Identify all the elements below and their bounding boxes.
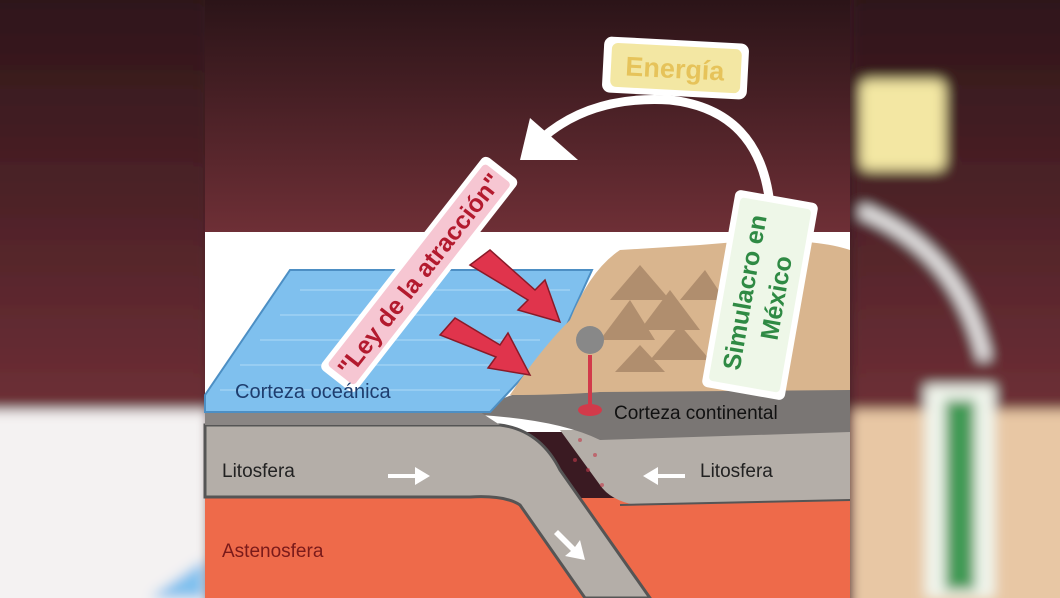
attraction-arrows xyxy=(438,249,562,376)
lithosphere-right-label: Litosfera xyxy=(700,461,773,482)
arrow-down-icon xyxy=(554,530,585,560)
attraction-label-box xyxy=(328,164,510,385)
oceanic-lithosphere-slab xyxy=(203,423,652,598)
diagram-panel: Energía "Ley de la atracción" Simulacro … xyxy=(203,0,851,598)
blurred-background-right xyxy=(850,0,1060,598)
energy-label: Energía xyxy=(625,51,726,86)
energy-arc-arrow xyxy=(535,95,775,210)
arrow-left-icon xyxy=(643,467,685,485)
blurred-background-left xyxy=(0,0,210,598)
mountains xyxy=(600,265,725,372)
oceanic-crust-label: Corteza oceánica xyxy=(235,381,392,403)
arrow-head-icon xyxy=(520,118,578,160)
red-arrow-icon xyxy=(438,317,532,376)
red-arrow-icon xyxy=(468,249,562,324)
drill-label: Simulacro en México xyxy=(702,190,818,400)
drill-label-box xyxy=(709,197,811,393)
lithosphere-left-label: Litosfera xyxy=(222,461,295,482)
volcano-cloud xyxy=(576,326,604,354)
continental-crust xyxy=(480,385,850,440)
arrow-right-icon xyxy=(388,467,430,485)
energy-label-box xyxy=(610,42,742,94)
magma-chamber xyxy=(578,404,602,416)
asthenosphere-label: Astenosfera xyxy=(222,541,324,562)
ocean xyxy=(204,269,594,413)
continental-crust-label: Corteza continental xyxy=(614,403,778,424)
continental-lithosphere xyxy=(560,428,850,505)
